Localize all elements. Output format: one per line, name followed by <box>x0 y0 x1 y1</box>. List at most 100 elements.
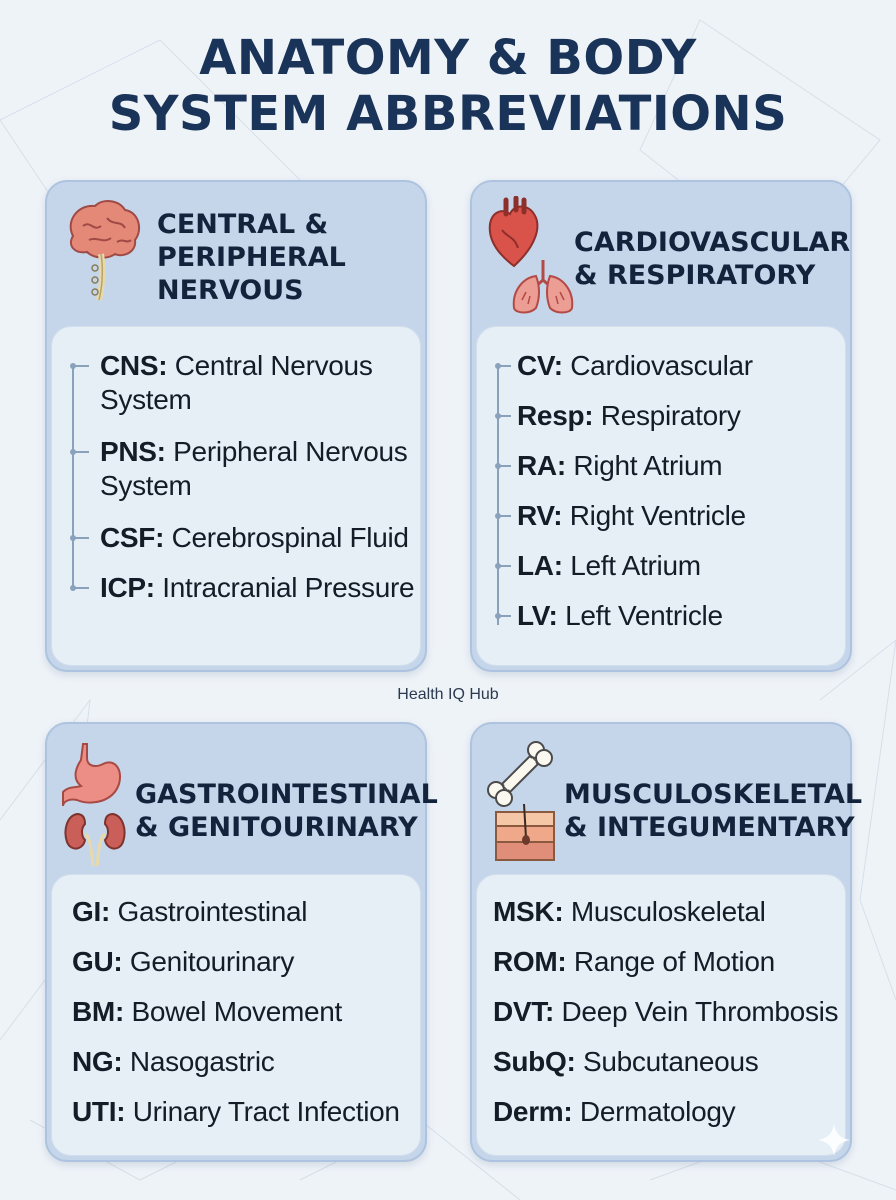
definition: Range of Motion <box>566 946 775 977</box>
bullet-tick <box>499 415 511 417</box>
abbreviation-panel: MSK: Musculoskeletal ROM: Range of Motio… <box>476 874 846 1156</box>
list-item: NG: Nasogastric <box>72 1045 440 1079</box>
card-title-line: & GENITOURINARY <box>135 812 418 843</box>
card-title: CENTRAL & PERIPHERAL NERVOUS <box>157 208 346 307</box>
bullet-tick <box>75 587 89 589</box>
definition-continued: System <box>100 470 192 501</box>
definition: Urinary Tract Infection <box>125 1096 400 1127</box>
bullet-dot <box>495 563 501 569</box>
gastrointestinal-card: GASTROINTESTINAL & GENITOURINARY GI: Gas… <box>45 722 438 1162</box>
definition: Respiratory <box>593 400 741 431</box>
list-item: DVT: Deep Vein Thrombosis <box>493 995 861 1029</box>
definition: Nasogastric <box>122 1046 275 1077</box>
list-item: RV: Right Ventricle <box>495 499 885 533</box>
list-item: LA: Left Atrium <box>495 549 885 583</box>
title-line-2: SYSTEM ABBREVIATIONS <box>108 86 788 142</box>
definition: Peripheral Nervous <box>165 436 408 467</box>
card-title: GASTROINTESTINAL & GENITOURINARY <box>135 778 438 844</box>
bullet-tick <box>499 365 511 367</box>
tree-connector <box>72 367 74 589</box>
abbreviation-list: CV: Cardiovascular Resp: Respiratory RA:… <box>477 349 845 633</box>
bullet-tick <box>75 365 89 367</box>
card-title-line: MUSCULOSKELETAL <box>564 779 863 810</box>
list-item: UTI: Urinary Tract Infection <box>72 1095 440 1129</box>
abbreviation-panel: GI: Gastrointestinal GU: Genitourinary B… <box>51 874 421 1156</box>
abbreviation: PNS: <box>100 436 166 467</box>
abbreviation: RV: <box>517 500 563 531</box>
abbreviation: ROM: <box>493 946 567 977</box>
list-item: LV: Left Ventricle <box>495 599 885 633</box>
abbreviation: UTI: <box>72 1096 126 1127</box>
stomach-icon <box>62 743 121 807</box>
brain-icon <box>69 200 141 301</box>
card-title-line: & INTEGUMENTARY <box>564 812 855 843</box>
bullet-dot <box>70 449 76 455</box>
card-title-line: GASTROINTESTINAL <box>135 779 438 810</box>
card-title-line: NERVOUS <box>157 275 304 306</box>
abbreviation: CV: <box>517 350 563 381</box>
card-title-line: CENTRAL & <box>157 209 329 240</box>
list-item: BM: Bowel Movement <box>72 995 440 1029</box>
abbreviation: GU: <box>72 946 123 977</box>
list-item: Resp: Respiratory <box>495 399 885 433</box>
abbreviation: LV: <box>517 600 558 631</box>
list-item: CSF: Cerebrospinal Fluid <box>70 521 468 555</box>
bullet-tick <box>499 565 511 567</box>
bullet-dot <box>70 535 76 541</box>
definition: Cerebrospinal Fluid <box>164 522 409 553</box>
abbreviation: Resp: <box>517 400 594 431</box>
list-item: PNS: Peripheral Nervous System <box>70 435 468 503</box>
lungs-icon <box>512 260 574 314</box>
abbreviation: CSF: <box>100 522 165 553</box>
abbreviation: RA: <box>517 450 566 481</box>
bullet-tick <box>75 451 89 453</box>
card-title-line: CARDIOVASCULAR <box>574 227 851 258</box>
list-item: CNS: Central Nervous System <box>70 349 468 417</box>
abbreviation-panel: CNS: Central Nervous System PNS: Periphe… <box>51 326 421 666</box>
title-line-1: ANATOMY & BODY <box>199 30 697 86</box>
bullet-dot <box>495 363 501 369</box>
abbreviation: Derm: <box>493 1096 573 1127</box>
cardiovascular-card: CARDIOVASCULAR & RESPIRATORY CV: Cardiov… <box>470 180 852 672</box>
bullet-tick <box>499 615 511 617</box>
definition: Left Atrium <box>562 550 701 581</box>
abbreviation-list: MSK: Musculoskeletal ROM: Range of Motio… <box>477 895 845 1129</box>
heart-icon <box>488 196 539 268</box>
card-title-line: & RESPIRATORY <box>574 260 816 291</box>
bullet-tick <box>499 465 511 467</box>
bullet-tick <box>499 515 511 517</box>
definition: Dermatology <box>572 1096 736 1127</box>
abbreviation: LA: <box>517 550 563 581</box>
definition: Gastrointestinal <box>109 896 308 927</box>
bullet-dot <box>70 363 76 369</box>
card-title: MUSCULOSKELETAL & INTEGUMENTARY <box>564 778 862 844</box>
list-item: ICP: Intracranial Pressure <box>70 571 468 605</box>
bullet-dot <box>495 613 501 619</box>
abbreviation-list: GI: Gastrointestinal GU: Genitourinary B… <box>52 895 420 1129</box>
abbreviation: ICP: <box>100 572 155 603</box>
nervous-system-card: CENTRAL & PERIPHERAL NERVOUS CNS: Centra… <box>45 180 427 672</box>
skin-icon <box>495 804 555 861</box>
definition: Deep Vein Thrombosis <box>554 996 839 1027</box>
list-item: RA: Right Atrium <box>495 449 885 483</box>
definition: Left Ventricle <box>557 600 723 631</box>
bone-icon <box>487 741 553 807</box>
list-item: ROM: Range of Motion <box>493 945 861 979</box>
page-title: ANATOMY & BODY SYSTEM ABBREVIATIONS <box>0 30 896 142</box>
definition: Right Atrium <box>565 450 723 481</box>
definition: Genitourinary <box>122 946 295 977</box>
bullet-dot <box>70 585 76 591</box>
card-title-line: PERIPHERAL <box>157 242 346 273</box>
abbreviation-panel: CV: Cardiovascular Resp: Respiratory RA:… <box>476 326 846 666</box>
abbreviation: NG: <box>72 1046 123 1077</box>
list-item: CV: Cardiovascular <box>495 349 885 383</box>
definition: Intracranial Pressure <box>154 572 415 603</box>
abbreviation: BM: <box>72 996 124 1027</box>
abbreviation: MSK: <box>493 896 564 927</box>
definition: Central Nervous <box>167 350 373 381</box>
list-item: Derm: Dermatology <box>493 1095 861 1129</box>
definition: Bowel Movement <box>123 996 343 1027</box>
musculoskeletal-card: MUSCULOSKELETAL & INTEGUMENTARY MSK: Mus… <box>470 722 862 1162</box>
list-item: GI: Gastrointestinal <box>72 895 440 929</box>
abbreviation: DVT: <box>493 996 555 1027</box>
